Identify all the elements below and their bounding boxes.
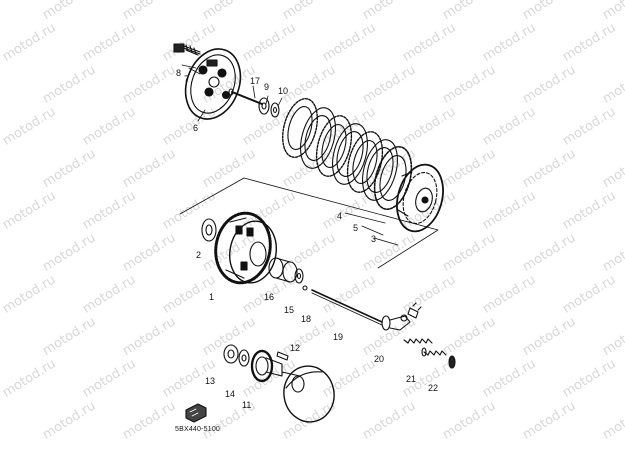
push-rod-long bbox=[311, 289, 383, 326]
diagram-code: 5BX440-5100 bbox=[175, 426, 221, 433]
washer bbox=[270, 102, 280, 118]
pressure-plate bbox=[184, 48, 242, 120]
bearing bbox=[258, 97, 270, 115]
collar bbox=[268, 257, 298, 283]
nut bbox=[223, 344, 239, 364]
bolt bbox=[173, 43, 201, 56]
label-3: 3 bbox=[371, 234, 376, 244]
push-rod bbox=[228, 88, 263, 105]
label-19: 19 bbox=[333, 332, 343, 342]
collar-washer bbox=[294, 268, 304, 284]
rotor-disc bbox=[281, 365, 335, 423]
label-7: 7 bbox=[184, 74, 189, 84]
push-lever-shaft bbox=[381, 302, 422, 331]
label-4: 4 bbox=[337, 211, 342, 221]
ball bbox=[302, 285, 308, 291]
reference-block-icon bbox=[185, 403, 207, 423]
label-8: 8 bbox=[176, 68, 181, 78]
part-labels: 8 7 6 17 9 10 4 5 3 2 1 16 15 18 19 20 1… bbox=[176, 68, 438, 410]
label-12: 12 bbox=[290, 343, 300, 353]
spring bbox=[403, 338, 456, 369]
label-10: 10 bbox=[278, 86, 288, 96]
label-18: 18 bbox=[301, 314, 311, 324]
label-15: 15 bbox=[284, 305, 294, 315]
label-22: 22 bbox=[428, 383, 438, 393]
label-16: 16 bbox=[264, 292, 274, 302]
label-9: 9 bbox=[264, 82, 269, 92]
label-6: 6 bbox=[193, 123, 198, 133]
label-20: 20 bbox=[374, 354, 384, 364]
clutch-plate-stack bbox=[282, 98, 413, 211]
label-1: 1 bbox=[209, 292, 214, 302]
label-11: 11 bbox=[242, 400, 251, 410]
label-14: 14 bbox=[225, 389, 235, 399]
lock-washer bbox=[238, 349, 250, 367]
clutch-housing bbox=[214, 211, 277, 285]
woodruff-key bbox=[276, 351, 289, 361]
label-13: 13 bbox=[205, 376, 215, 386]
leader-lines bbox=[179, 64, 439, 269]
label-17: 17 bbox=[250, 76, 260, 86]
label-5: 5 bbox=[353, 223, 358, 233]
thrust-washer bbox=[201, 218, 217, 242]
primary-drive-gear bbox=[250, 349, 283, 383]
label-21: 21 bbox=[406, 374, 416, 384]
label-2: 2 bbox=[196, 250, 201, 260]
